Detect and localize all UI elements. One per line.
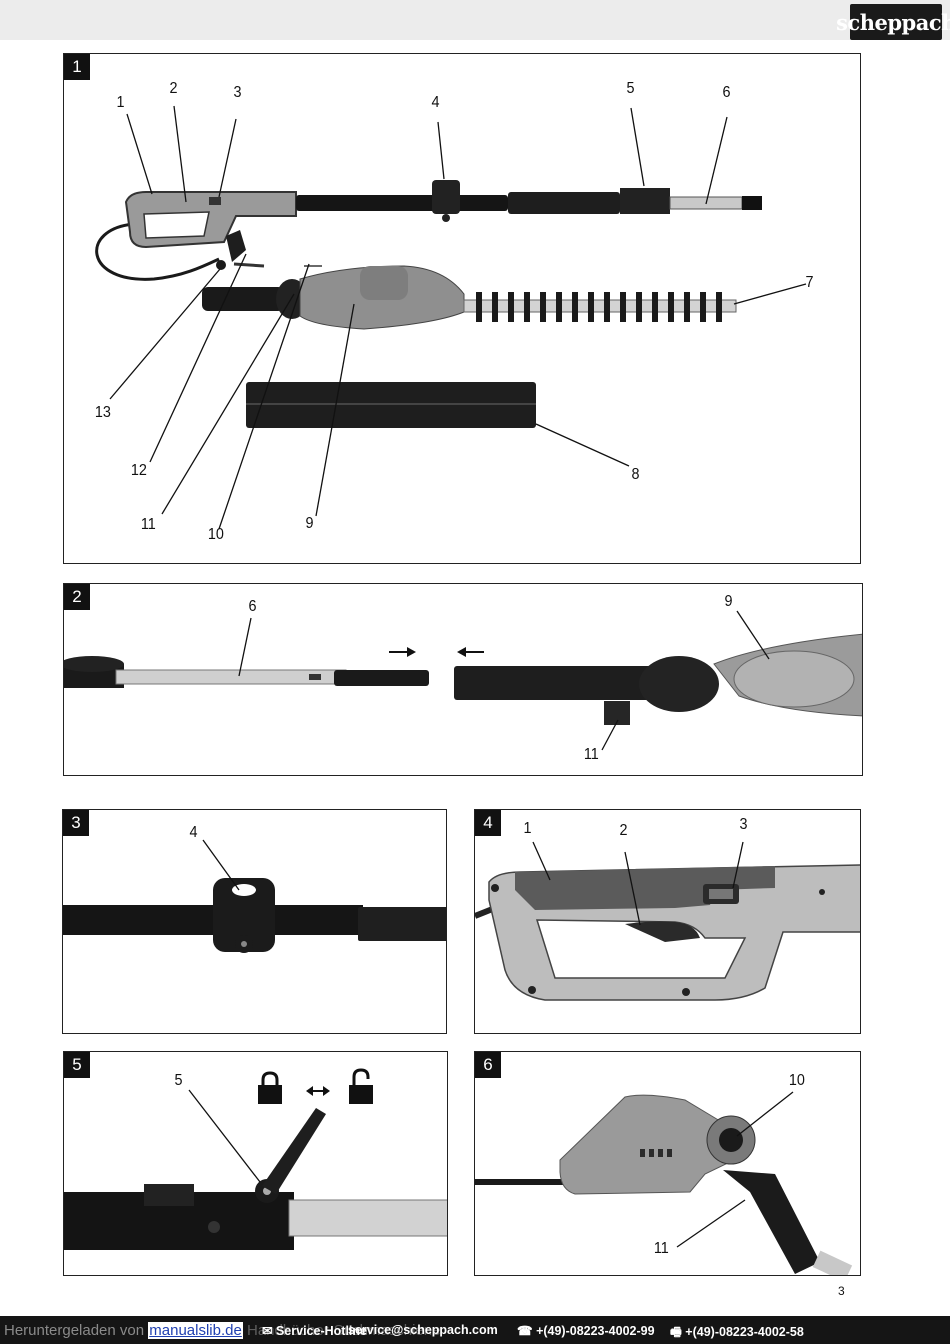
phone-text: +(49)-08223-4002-99 <box>536 1324 655 1338</box>
callout-11: 11 <box>653 1240 669 1257</box>
phone-number: ☎ +(49)-08223-4002-99 <box>517 1323 655 1338</box>
double-arrow-icon <box>306 1086 330 1096</box>
fax-text: +(49)-08223-4002-58 <box>685 1325 804 1339</box>
figure-5-lock-lever: 5 5 <box>63 1051 448 1276</box>
figure-number: 6 <box>475 1052 501 1078</box>
page-number: 3 <box>838 1284 845 1298</box>
shaft-connection-drawing <box>64 610 862 751</box>
figure-number: 5 <box>64 1052 90 1078</box>
handle-drawing <box>475 841 860 1001</box>
download-suffix: Handbücher-Suchmaschiene <box>242 1322 441 1339</box>
figure-3-shoulder-strap-clip: 3 4 <box>62 809 447 1034</box>
callout-6: 6 <box>248 598 257 615</box>
head-rotation-drawing <box>475 1091 853 1275</box>
callout-4: 4 <box>431 94 440 111</box>
fax-icon: 🖷 <box>670 1325 682 1339</box>
callout-3: 3 <box>739 816 748 833</box>
figure-6-head-rotation: 6 10 11 <box>474 1051 861 1276</box>
lock-lever-drawing <box>64 1089 447 1250</box>
email-icon: ✉ <box>262 1324 273 1338</box>
hotline-label: ✉ Service-Hotline <box>262 1323 367 1338</box>
callout-8: 8 <box>631 466 640 483</box>
callout-9: 9 <box>305 515 314 532</box>
callout-1: 1 <box>116 94 125 111</box>
fax-number: 🖷 +(49)-08223-4002-58 <box>670 1323 804 1344</box>
hedge-trimmer-parts-drawing <box>95 105 807 530</box>
service-email[interactable]: service@scheppach.com <box>348 1323 498 1337</box>
scheppach-logo: scheppach <box>836 4 950 40</box>
footer-bar: Heruntergeladen von manualslib.de Handbü… <box>0 1316 950 1344</box>
manualslib-link[interactable]: manualslib.de <box>148 1322 243 1339</box>
callout-9: 9 <box>724 593 733 610</box>
callout-11: 11 <box>140 516 156 533</box>
figure-number: 4 <box>475 810 501 836</box>
callout-10: 10 <box>207 526 224 543</box>
phone-icon: ☎ <box>517 1324 533 1338</box>
callout-2: 2 <box>619 822 628 839</box>
figure-number: 2 <box>64 584 90 610</box>
callout-13: 13 <box>94 404 111 421</box>
download-prefix: Heruntergeladen von <box>4 1322 145 1339</box>
figure-4-handle-controls: 4 1 2 3 <box>474 809 861 1034</box>
callout-3: 3 <box>233 84 242 101</box>
top-bar <box>0 0 950 40</box>
callout-6: 6 <box>722 84 731 101</box>
callout-1: 1 <box>523 820 532 837</box>
download-notice: Heruntergeladen von manualslib.de Handbü… <box>4 1322 440 1339</box>
clip-drawing <box>63 839 446 953</box>
callout-10: 10 <box>788 1072 805 1089</box>
padlock-closed-icon <box>258 1071 282 1104</box>
callout-11: 11 <box>583 746 599 763</box>
figure-number: 1 <box>64 54 90 80</box>
figure-2-assembly: 2 6 9 11 <box>63 583 863 776</box>
callout-7: 7 <box>805 274 814 291</box>
callout-4: 4 <box>189 824 198 841</box>
callout-2: 2 <box>169 80 178 97</box>
figure-number: 3 <box>63 810 89 836</box>
callout-5: 5 <box>174 1072 183 1089</box>
callout-5: 5 <box>626 80 635 97</box>
padlock-open-icon <box>349 1068 373 1104</box>
hotline-text: Service-Hotline <box>275 1324 367 1338</box>
figure-1-overview: 1 <box>63 53 861 564</box>
callout-12: 12 <box>130 462 147 479</box>
